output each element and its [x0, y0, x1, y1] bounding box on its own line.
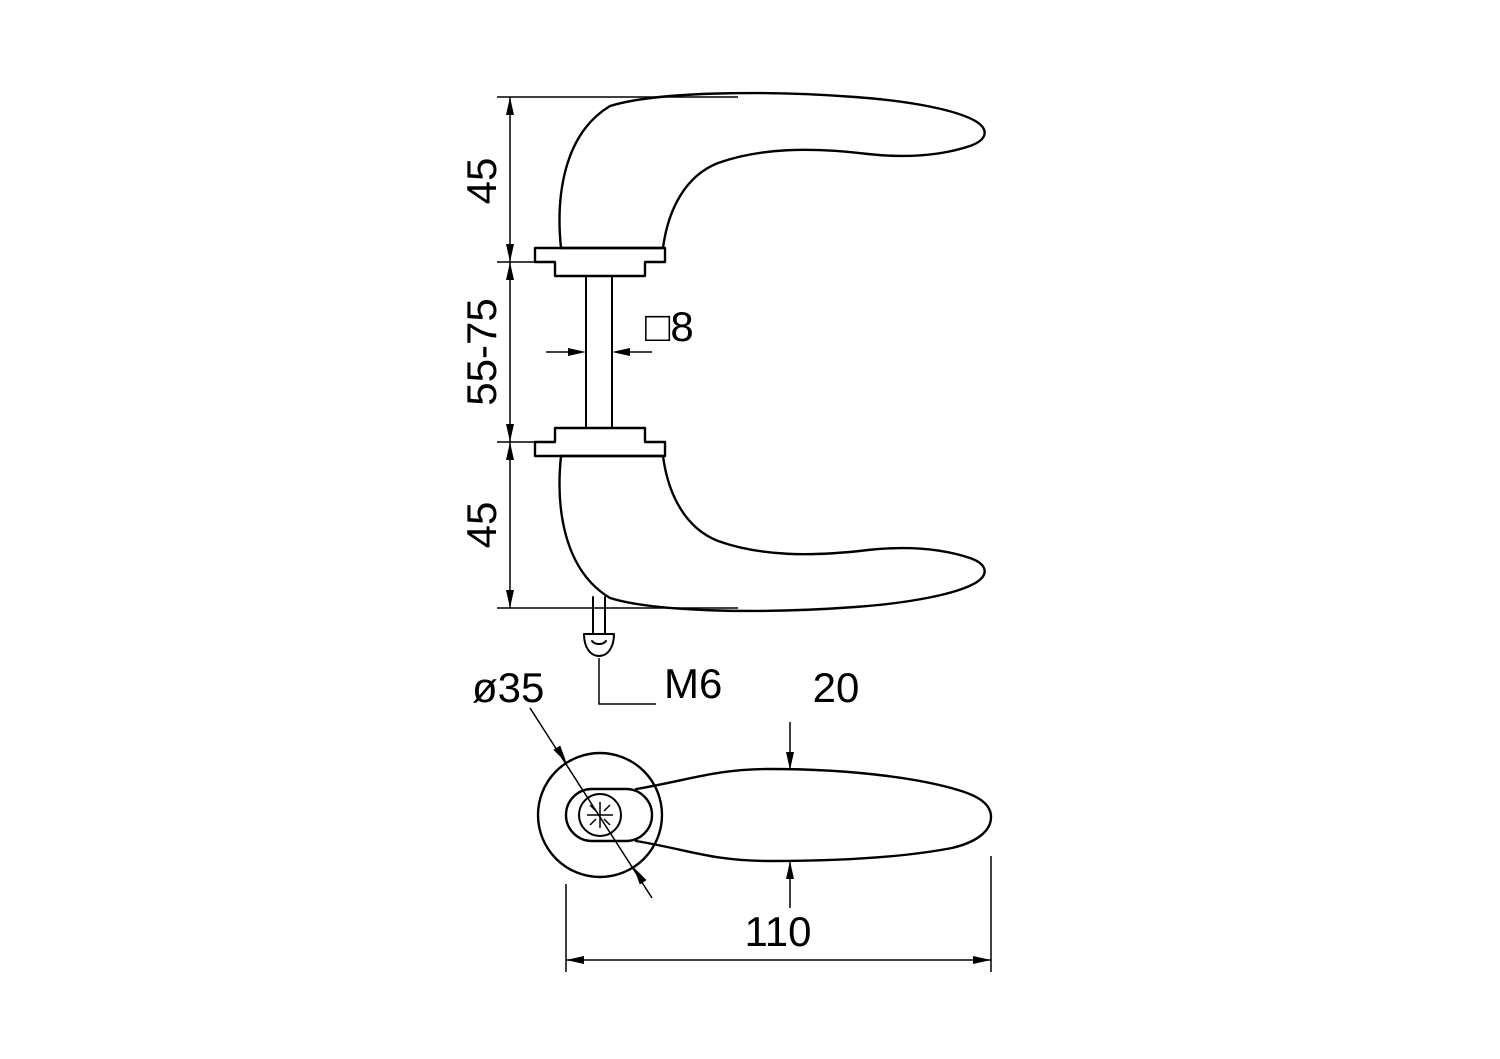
dim-label-screw-thread: M6	[664, 660, 722, 707]
pozidriv-recess	[587, 802, 613, 828]
screw-head-plan	[578, 793, 622, 837]
fixing-screw-side	[583, 596, 615, 657]
dim-label-lever-length: 110	[745, 908, 812, 955]
lever-plan-outline	[634, 767, 993, 863]
dim-label-rose-diameter: ø35	[472, 664, 544, 711]
upper-rose	[533, 246, 667, 278]
dim-label-upper-lever-height: 45	[458, 158, 505, 205]
lower-rose	[533, 426, 667, 458]
lever-length-extension-lines	[565, 856, 992, 972]
dim-label-lever-width: 20	[813, 664, 860, 711]
plan-view: ø35 20 110	[472, 664, 993, 972]
upper-lever-outline	[558, 91, 986, 250]
lower-lever-outline	[558, 454, 986, 613]
extension-lines-side	[497, 96, 738, 609]
screw-thread-leader	[598, 658, 656, 705]
rose-diameter-leader	[529, 707, 653, 899]
spindle-square-dim-arrowheads	[568, 348, 630, 356]
lever-hub	[564, 787, 654, 843]
dim-label-spindle-length: 55-75	[458, 298, 505, 405]
spindle	[585, 275, 613, 429]
side-view: 45 55-75 □8 45 M6	[458, 91, 986, 707]
dim-label-spindle-square: □8	[645, 303, 694, 350]
dim-label-lower-lever-height: 45	[458, 502, 505, 549]
rose-circle	[536, 751, 664, 879]
